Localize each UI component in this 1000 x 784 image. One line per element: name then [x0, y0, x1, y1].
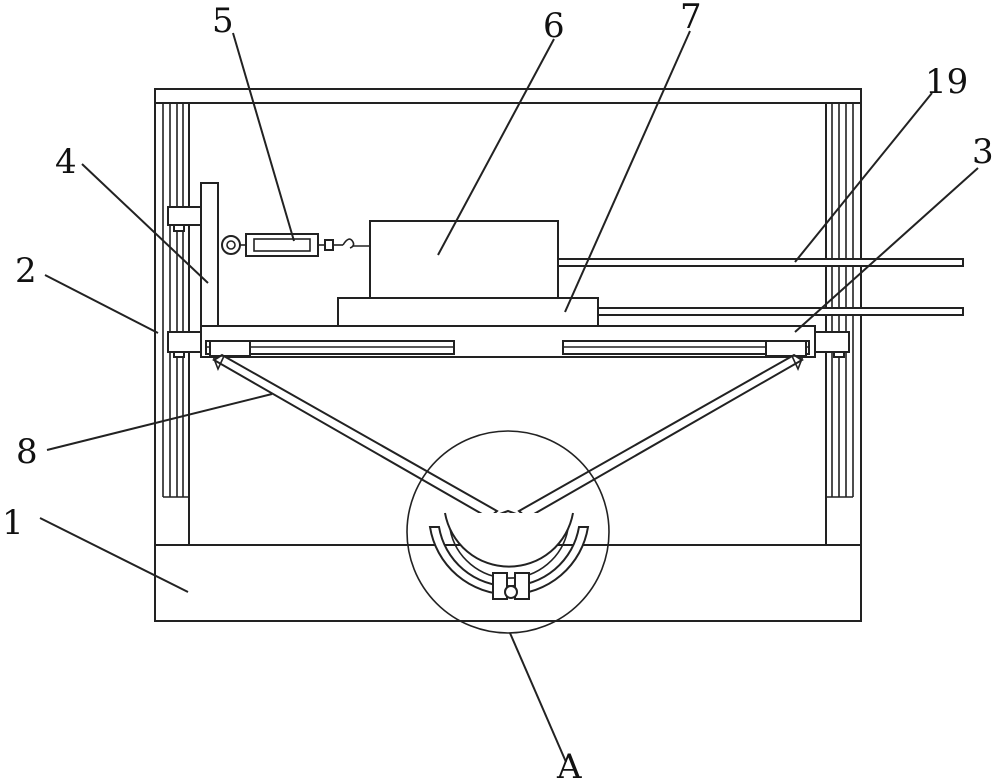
- callout-1: 1: [2, 503, 24, 543]
- frame-top-beam: [154, 88, 862, 104]
- callout-8: 8: [16, 432, 38, 472]
- leader-2: [44, 274, 159, 334]
- block: [369, 220, 559, 299]
- leader-4: [81, 163, 209, 284]
- left-sliders: [167, 206, 203, 358]
- leader-7: [564, 30, 691, 313]
- callout-5: 5: [212, 1, 234, 41]
- callout-3: 3: [972, 132, 994, 172]
- leader-5: [232, 32, 295, 242]
- base-plate: [337, 297, 599, 327]
- callout-a: A: [556, 747, 582, 784]
- tension-meter: [221, 233, 370, 257]
- right-slider: [814, 331, 850, 358]
- callout-7: 7: [680, 0, 702, 37]
- upper-rod: [557, 258, 964, 267]
- leader-6: [437, 38, 555, 256]
- leader-8: [46, 393, 273, 451]
- leader-19: [794, 92, 933, 263]
- detail-circle-a: [406, 430, 610, 634]
- callout-2: 2: [15, 251, 37, 291]
- leader-3: [794, 167, 979, 333]
- left-column: [154, 102, 190, 546]
- leader-lines: [39, 30, 979, 763]
- right-column: [825, 102, 862, 546]
- vertical-plate: [200, 182, 219, 330]
- swing-arms: [211, 353, 805, 520]
- callout-19: 19: [925, 62, 968, 102]
- lower-rod: [597, 307, 964, 316]
- hinge-clamp: [428, 509, 590, 600]
- callout-6: 6: [543, 6, 565, 46]
- leader-1: [39, 517, 189, 593]
- callout-4: 4: [55, 142, 77, 182]
- cross-platform: [200, 325, 816, 358]
- leader-a: [509, 632, 567, 763]
